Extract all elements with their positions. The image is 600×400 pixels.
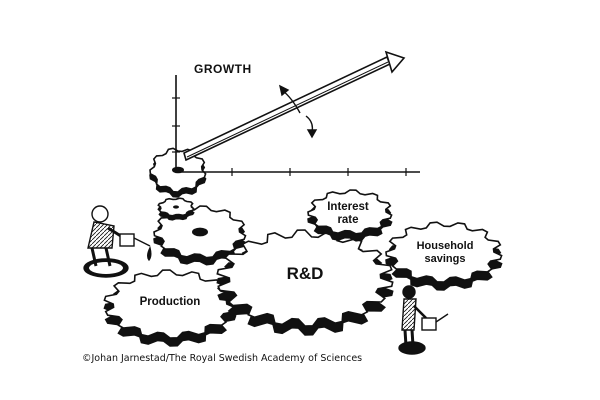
gear-interest-rate [307,189,393,242]
gear-label-household-savings: Household savings [416,240,474,265]
gear-label-interest-rate: Interest rate [327,201,369,227]
worker-oiling-gears [83,205,152,278]
worker-with-watering-can [398,285,449,355]
gear-layer [103,147,503,347]
growth-arrow [183,50,406,162]
rotation-arrows [278,84,318,139]
axis-label-growth: GROWTH [194,62,252,76]
gear-label-rd: R&D [286,264,324,283]
growth-axes [172,75,420,176]
gear-tiny [157,197,195,221]
gear-household-savings [385,221,503,291]
gear-rd [216,229,394,336]
gear-production [103,269,237,347]
gear-label-production: Production [139,296,201,308]
image-credit: ©Johan Jarnestad/The Royal Swedish Acade… [82,353,363,364]
